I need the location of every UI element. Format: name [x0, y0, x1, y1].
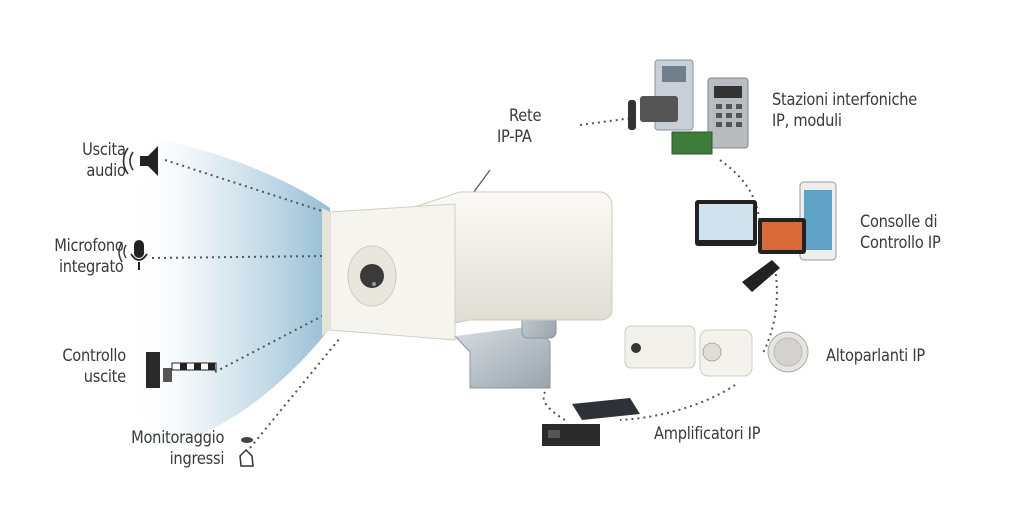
push-button-icon: [239, 437, 254, 467]
sound-beam: [128, 138, 330, 450]
input-monitoring-label: Monitoraggio ingressi: [130, 428, 224, 469]
audio-output-label: Uscita audio: [82, 140, 126, 181]
microphone-icon: [118, 240, 148, 270]
intercom-stations-label: Stazioni interfoniche IP, moduli: [772, 90, 918, 131]
barrier-gate-icon: [146, 352, 217, 388]
amplifiers-image: [542, 398, 640, 446]
output-control-label: Controllo uscite: [62, 346, 126, 387]
control-console-label: Consolle di Controllo IP: [860, 212, 941, 253]
control-console-image: [695, 181, 837, 292]
speaker-icon: [122, 146, 158, 176]
ip-amplifiers-label: Amplificatori IP: [654, 424, 761, 444]
network-ring: [542, 117, 778, 421]
integrated-microphone-label: Microfono integrato: [54, 236, 125, 277]
network-label: Rete IP-PA: [497, 106, 542, 147]
intercom-station-image: [628, 59, 749, 155]
ip-speakers-image: [624, 325, 809, 377]
ip-speakers-label: Altoparlanti IP: [826, 346, 925, 366]
horn-speaker: [322, 191, 613, 389]
input-connection-lines: [151, 159, 341, 449]
